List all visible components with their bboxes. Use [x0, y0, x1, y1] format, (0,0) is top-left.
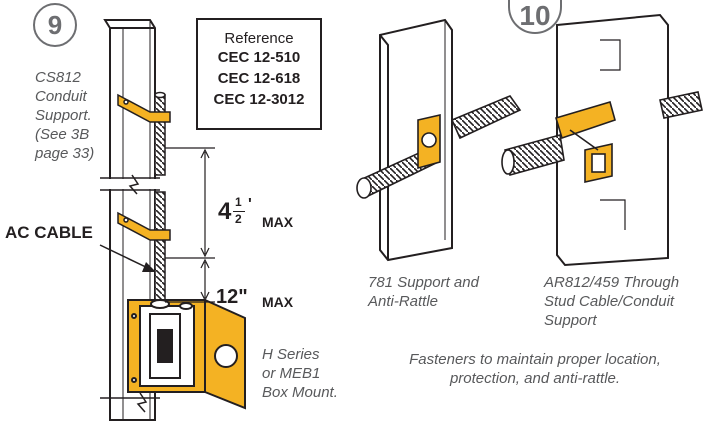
fraction-bar [233, 211, 245, 212]
dimension-lines [165, 147, 215, 303]
box-distance-value: 12" [216, 286, 248, 308]
reference-heading: Reference [224, 30, 294, 47]
ac-cable-conduit [154, 91, 166, 303]
fasteners-footer: Fasteners to maintain proper location, p… [362, 350, 708, 388]
caption-line: Stud Cable/Conduit [544, 293, 675, 310]
caption-line: 781 Support and [368, 274, 479, 291]
box-mount-caption: H Series or MEB1 Box Mount. [262, 345, 362, 402]
spacing-unit: ' [248, 196, 252, 213]
spacing-max: MAX [262, 214, 294, 230]
reference-code: CEC 12-618 [217, 70, 301, 87]
footer-line: Fasteners to maintain proper location, [409, 351, 661, 368]
conduit-ar812 [501, 91, 703, 177]
spacing-fraction-numerator: 1 [235, 195, 242, 209]
ar812-support [555, 101, 616, 183]
caption-line: or MEB1 [262, 365, 321, 382]
781-caption: 781 Support and Anti-Rattle [368, 273, 518, 311]
ac-cable-label: AC CABLE [5, 223, 93, 242]
caption-line: Box Mount. [262, 384, 338, 401]
spacing-value: 4 [218, 198, 232, 225]
cable-leader-arrow [99, 244, 153, 271]
caption-line: CS812 [35, 69, 81, 86]
reference-code: CEC 12-510 [217, 49, 301, 66]
reference-box: Reference CEC 12-510 CEC 12-618 CEC 12-3… [196, 18, 322, 130]
spacing-fraction-denominator: 2 [235, 212, 242, 226]
caption-line: H Series [262, 346, 320, 363]
ar812-caption: AR812/459 Through Stud Cable/Conduit Sup… [544, 273, 713, 330]
caption-line: Support [544, 312, 597, 329]
caption-line: page 33) [35, 145, 95, 162]
cs812-conduit-support [117, 93, 171, 241]
caption-line: Anti-Rattle [368, 293, 439, 310]
step-9-badge: 9 [33, 3, 77, 47]
box-mount [127, 298, 246, 410]
anti-rattle-781 [417, 113, 441, 170]
caption-line: Conduit [35, 88, 87, 105]
footer-line: protection, and anti-rattle. [449, 370, 621, 387]
caption-line: (See 3B [35, 126, 90, 143]
caption-line: Support. [35, 107, 92, 124]
reference-code: CEC 12-3012 [213, 91, 305, 108]
metal-stud-ar812 [556, 13, 669, 267]
box-distance-max: MAX [262, 294, 294, 310]
cs812-caption: CS812 Conduit Support. (See 3B page 33) [35, 68, 115, 163]
caption-line: AR812/459 Through [544, 274, 680, 291]
metal-stud-781 [379, 18, 453, 262]
